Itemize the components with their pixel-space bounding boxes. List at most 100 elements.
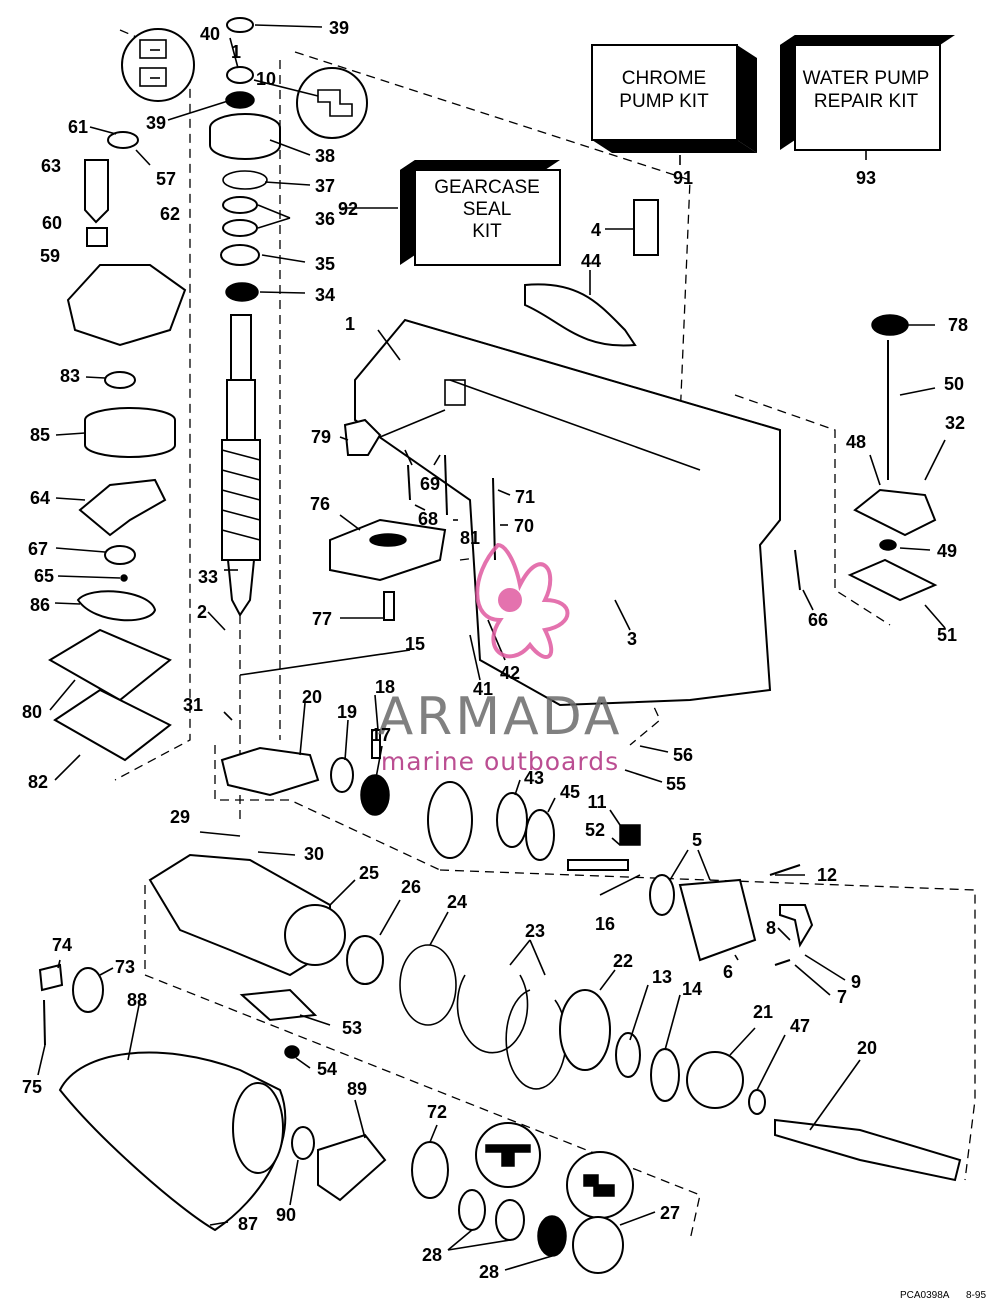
callout-20: 20 bbox=[857, 1038, 877, 1058]
gearcase-seal-kit-line3: KIT bbox=[472, 221, 502, 242]
callout-11: 11 bbox=[587, 792, 606, 812]
callout-93: 93 bbox=[856, 168, 876, 188]
callout-36: 36 bbox=[315, 209, 335, 229]
callout-39-top: 39 bbox=[329, 18, 349, 38]
callout-65: 65 bbox=[34, 566, 54, 586]
callout-61: 61 bbox=[68, 117, 88, 137]
callout-69: 69 bbox=[420, 474, 440, 494]
callout-56: 56 bbox=[673, 745, 693, 765]
callout-50: 50 bbox=[944, 374, 964, 394]
leader-lines bbox=[37, 24, 946, 1271]
seal-detail-circle-top-right bbox=[296, 67, 368, 139]
water-pump-kit-box: WATER PUMP REPAIR KIT bbox=[780, 35, 955, 151]
callout-10: 10 bbox=[256, 69, 276, 89]
callout-81: 81 bbox=[460, 528, 480, 548]
callout-68: 68 bbox=[418, 509, 438, 529]
callout-74: 74 bbox=[52, 935, 72, 955]
chrome-pump-kit-line2: PUMP KIT bbox=[619, 91, 709, 112]
callout-41: 41 bbox=[473, 679, 493, 699]
callout-88: 88 bbox=[127, 990, 147, 1010]
callout-59: 59 bbox=[40, 246, 60, 266]
water-pump-kit-line1: WATER PUMP bbox=[803, 68, 930, 89]
footer-date: 8-95 bbox=[966, 1290, 986, 1301]
callout-40: 40 bbox=[200, 24, 220, 44]
callout-numbers: 39 40 1 10 39 61 57 63 38 37 36 62 60 59… bbox=[22, 18, 968, 1282]
callout-28: 28 bbox=[479, 1262, 499, 1282]
right-side-parts bbox=[794, 314, 938, 602]
callout-22: 22 bbox=[613, 951, 633, 971]
callout-63: 63 bbox=[41, 156, 61, 176]
callout-78: 78 bbox=[948, 315, 968, 335]
callout-86: 86 bbox=[30, 595, 50, 615]
callout-48: 48 bbox=[846, 432, 866, 452]
callout-25: 25 bbox=[359, 863, 379, 883]
seal-detail-circle-top-left bbox=[121, 28, 195, 102]
callout-17: 17 bbox=[371, 725, 391, 745]
callout-45: 45 bbox=[560, 782, 580, 802]
gearcase-seal-kit-line1: GEARCASE bbox=[434, 177, 540, 198]
callout-79: 79 bbox=[311, 427, 331, 447]
callout-80: 80 bbox=[22, 702, 42, 722]
propeller-group bbox=[38, 963, 624, 1274]
chrome-pump-kit-box: CHROME PUMP KIT bbox=[591, 44, 757, 153]
callout-1: 1 bbox=[345, 314, 355, 334]
callout-16: 16 bbox=[595, 914, 615, 934]
callout-12: 12 bbox=[817, 865, 837, 885]
callout-9: 9 bbox=[851, 972, 861, 992]
callout-82: 82 bbox=[28, 772, 48, 792]
callout-47: 47 bbox=[790, 1016, 810, 1036]
callout-89: 89 bbox=[347, 1079, 367, 1099]
gearcase-seal-kit-box: GEARCASE SEAL KIT bbox=[400, 160, 561, 266]
callout-60: 60 bbox=[42, 213, 62, 233]
watermark-logo: ARMADA marine outboards bbox=[378, 542, 623, 776]
callout-32: 32 bbox=[945, 413, 965, 433]
watermark-brand-name: ARMADA bbox=[378, 687, 623, 747]
callout-29: 29 bbox=[170, 807, 190, 827]
callout-34: 34 bbox=[315, 285, 335, 305]
watermark-tagline: marine outboards bbox=[381, 747, 619, 776]
callout-24: 24 bbox=[447, 892, 467, 912]
callout-85: 85 bbox=[30, 425, 50, 445]
seal-detail-circle-bottom-2 bbox=[566, 1151, 634, 1219]
callout-31: 31 bbox=[183, 695, 203, 715]
callout-26: 26 bbox=[401, 877, 421, 897]
driveshaft-assembly bbox=[209, 17, 281, 617]
callout-83: 83 bbox=[60, 366, 80, 386]
gearcase-seal-kit-line2: SEAL bbox=[463, 199, 512, 220]
callout-90: 90 bbox=[276, 1205, 296, 1225]
callout-66: 66 bbox=[808, 610, 828, 630]
water-pump-kit-line2: REPAIR KIT bbox=[814, 91, 919, 112]
callout-52: 52 bbox=[585, 820, 605, 840]
callout-64: 64 bbox=[30, 488, 50, 508]
callout-20-upper: 20 bbox=[302, 687, 322, 707]
callout-87: 87 bbox=[238, 1214, 258, 1234]
footer: PCA0398A 8-95 bbox=[900, 1290, 986, 1301]
lower-gearcase-parts bbox=[43, 853, 962, 1182]
callout-35: 35 bbox=[315, 254, 335, 274]
callout-70: 70 bbox=[514, 516, 534, 536]
callout-43: 43 bbox=[524, 768, 544, 788]
gearcase-housing bbox=[354, 199, 781, 707]
callout-71: 71 bbox=[515, 487, 535, 507]
seal-detail-circle-bottom-1 bbox=[475, 1122, 541, 1188]
callout-75: 75 bbox=[22, 1077, 42, 1097]
callout-62: 62 bbox=[160, 204, 180, 224]
callout-2: 2 bbox=[197, 602, 207, 622]
callout-14: 14 bbox=[682, 979, 702, 999]
callout-54: 54 bbox=[317, 1059, 337, 1079]
callout-51: 51 bbox=[937, 625, 957, 645]
callout-49: 49 bbox=[937, 541, 957, 561]
middle-parts bbox=[220, 418, 814, 966]
callout-33: 33 bbox=[198, 567, 218, 587]
water-pump-parts bbox=[48, 131, 187, 762]
callout-38: 38 bbox=[315, 146, 335, 166]
callout-21: 21 bbox=[753, 1002, 773, 1022]
callout-7: 7 bbox=[837, 987, 847, 1007]
callout-39: 39 bbox=[146, 113, 166, 133]
callout-28-left: 28 bbox=[422, 1245, 442, 1265]
callout-5: 5 bbox=[692, 830, 702, 850]
callout-18: 18 bbox=[375, 677, 395, 697]
callout-1-top: 1 bbox=[231, 42, 241, 62]
callout-19: 19 bbox=[337, 702, 357, 722]
